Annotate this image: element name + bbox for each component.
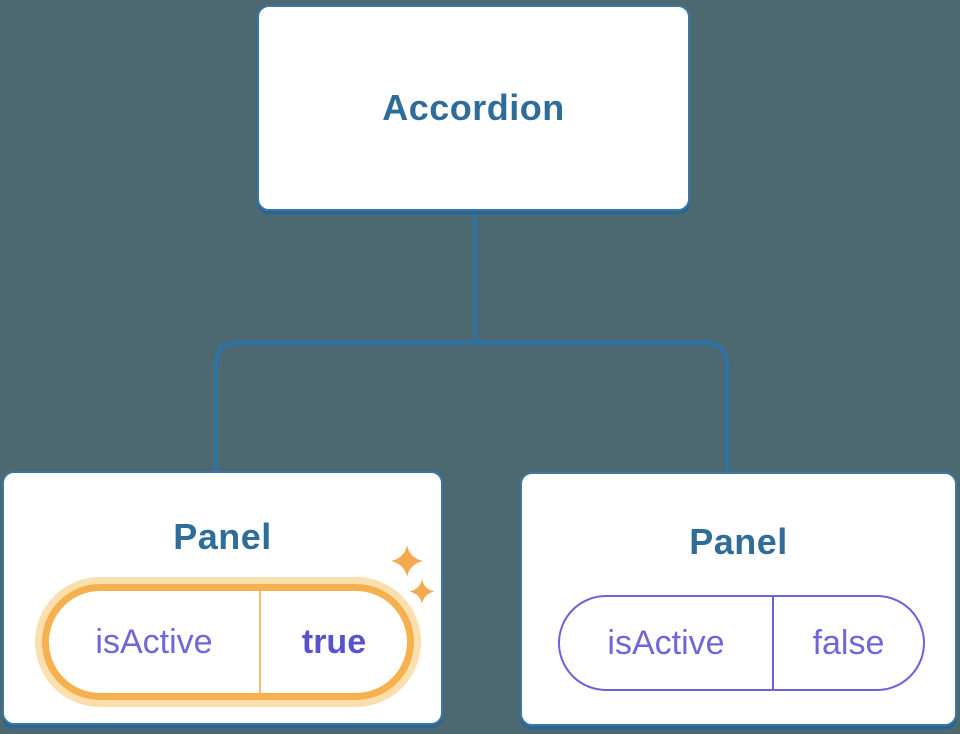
state-value: true bbox=[301, 622, 367, 661]
state-pill-active: isActive true bbox=[42, 584, 414, 700]
accordion-node: Accordion bbox=[257, 5, 690, 211]
panel-title: Panel bbox=[689, 521, 788, 562]
state-prop-label: isActive bbox=[607, 623, 725, 662]
state-value: false bbox=[812, 623, 885, 662]
accordion-node-label: Accordion bbox=[382, 87, 565, 128]
pill-divider bbox=[259, 591, 261, 693]
panel-node-inactive: Panel isActive false bbox=[520, 472, 957, 726]
state-prop-label: isActive bbox=[95, 622, 213, 661]
panel-title: Panel bbox=[173, 516, 272, 557]
sparkles-icon bbox=[391, 545, 435, 604]
pill-divider bbox=[772, 597, 774, 689]
state-pill-inactive: isActive false bbox=[558, 595, 925, 691]
panel-node-active: Panel isActive true bbox=[2, 471, 443, 725]
